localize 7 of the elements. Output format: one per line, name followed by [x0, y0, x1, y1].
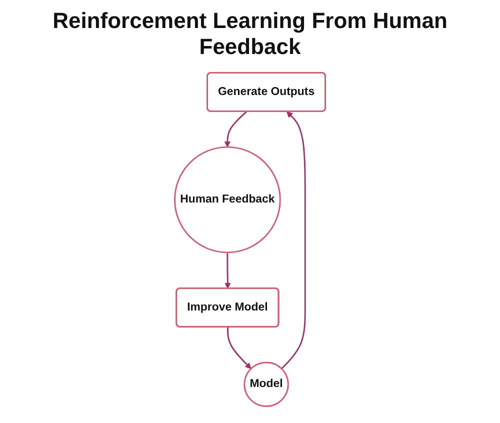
node-circle: Model [244, 361, 289, 406]
arrow [226, 326, 252, 369]
diagram-title: Reinforcement Learning From Human Feedback [52, 8, 448, 60]
arrow [281, 110, 306, 369]
node-circle: Human Feedback [174, 146, 281, 253]
arrow [224, 252, 231, 288]
arrow [224, 110, 247, 147]
